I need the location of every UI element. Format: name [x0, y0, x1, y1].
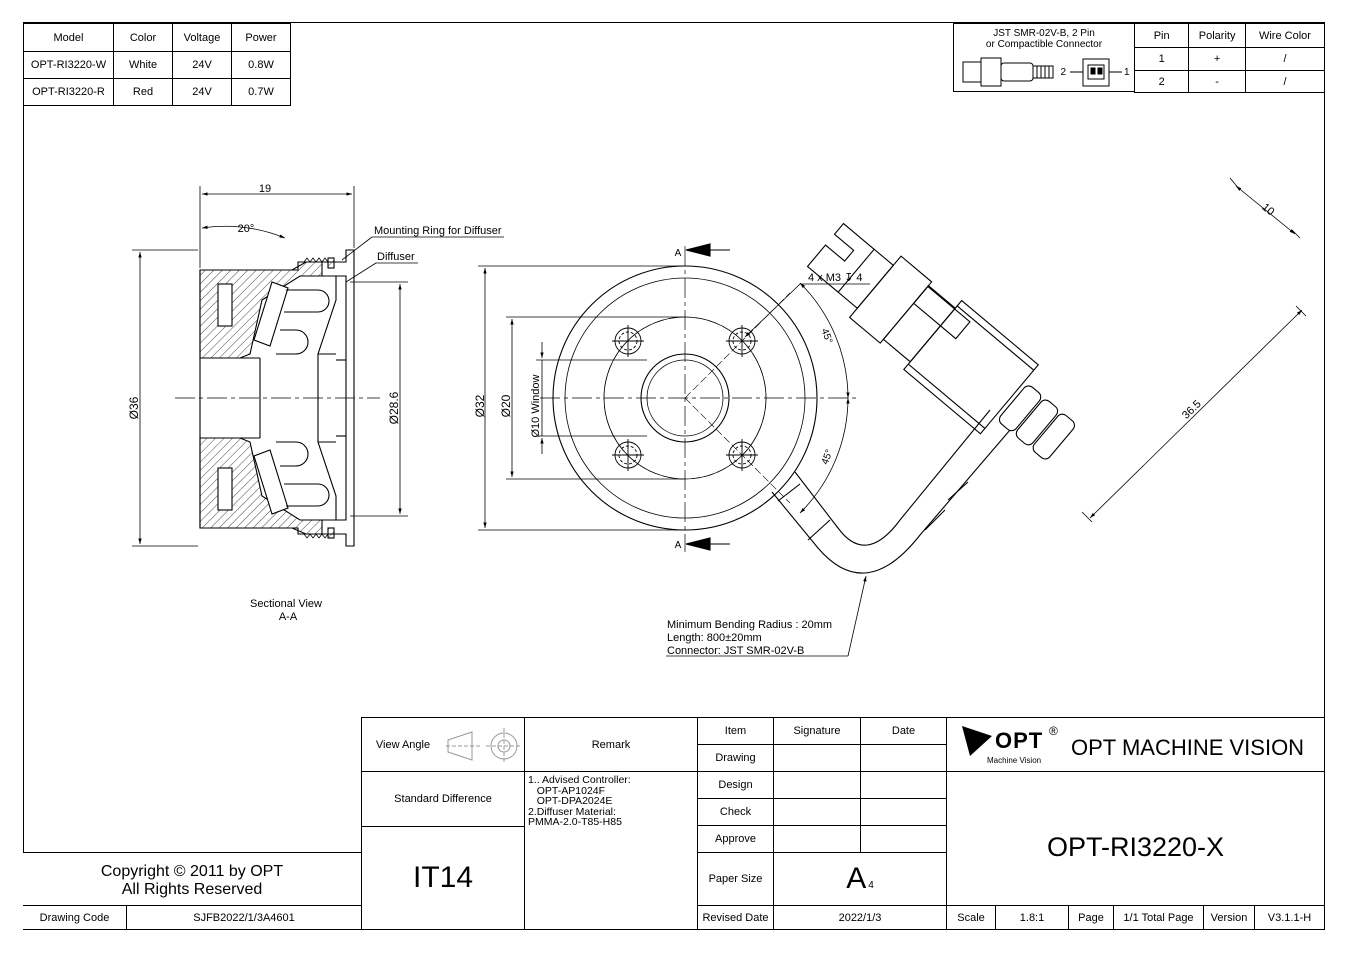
page-label: Page: [1068, 905, 1114, 930]
front-dimensions: [478, 265, 683, 531]
table-cell: 0.8W: [231, 51, 291, 79]
company-cell: OPT ® Machine Vision OPT MACHINE VISION: [946, 717, 1325, 772]
check-label: Check: [697, 798, 774, 826]
cable-assembly: [666, 222, 1075, 657]
item-label: Item: [697, 717, 774, 745]
dim-inner-28-6: Ø28.6: [387, 391, 401, 424]
connector-table: Pin Polarity Wire Color 1 + / 2 - /: [1133, 23, 1326, 93]
cable-dimensions: [1081, 177, 1307, 523]
angle-top: 45°: [819, 327, 835, 345]
approve-label: Approve: [697, 825, 774, 853]
table-cell: OPT-RI3220-R: [23, 78, 114, 106]
note-connector: Connector: JST SMR-02V-B: [667, 645, 804, 657]
revised-date-label: Revised Date: [697, 905, 774, 930]
section-dimensions: [132, 186, 504, 547]
dim-20: Ø20: [499, 394, 513, 417]
date-label: Date: [860, 717, 947, 745]
connector-line2: or Compactible Connector: [985, 39, 1103, 50]
front-view: [540, 243, 870, 552]
projection-icon: [440, 728, 522, 764]
dim-36-5: 36.5: [1180, 398, 1204, 422]
table-cell: +: [1188, 47, 1246, 71]
check-signature: [773, 798, 861, 826]
drawing-date: [860, 744, 947, 772]
dim-window: Ø10 Window: [530, 374, 542, 437]
remark-line: OPT-AP1024F: [528, 784, 606, 797]
design-signature: [773, 771, 861, 799]
angle-bottom: 45°: [820, 448, 836, 466]
label-diffuser: Diffuser: [377, 251, 415, 263]
page-value: 1/1 Total Page: [1113, 905, 1204, 930]
table-cell: 2: [1133, 70, 1190, 93]
dim-angle-20: 20°: [238, 223, 255, 235]
table-cell: White: [113, 51, 173, 79]
dim-32: Ø32: [473, 394, 487, 417]
section-caption-1: Sectional View: [250, 598, 322, 610]
label-mounting-ring: Mounting Ring for Diffuser: [374, 225, 502, 237]
drawing-label: Drawing: [697, 744, 774, 772]
table-cell: 0.7W: [231, 78, 291, 106]
logo-text: OPT: [995, 728, 1044, 753]
drawing-code-value: SJFB2022/1/3A4601: [126, 905, 362, 930]
scale-value: 1.8:1: [995, 905, 1069, 930]
standard-difference-label: Standard Difference: [361, 771, 525, 827]
section-mark-bottom: A: [675, 540, 682, 551]
view-angle-symbol-cell: [443, 717, 525, 772]
version-value: V3.1.1-H: [1254, 905, 1325, 930]
table-cell: /: [1244, 70, 1326, 93]
remark-notes: 1.. Advised Controller: OPT-AP1024F OPT-…: [524, 771, 698, 930]
pin-label-1: 1: [1124, 67, 1130, 78]
approve-signature: [773, 825, 861, 853]
logo-icon: [962, 726, 992, 756]
pin-label-2: 2: [1060, 67, 1066, 78]
sectional-view: [175, 249, 380, 547]
model-table: Model Color Voltage Power OPT-RI3220-W W…: [23, 23, 291, 106]
copyright-line1: Copyright © 2011 by OPT: [100, 863, 284, 880]
check-date: [860, 798, 947, 826]
wire-color-header: Wire Color: [1244, 23, 1326, 48]
dim-outer-36: Ø36: [127, 396, 141, 419]
design-label: Design: [697, 771, 774, 799]
remark-line: 2.Diffuser Material:: [528, 805, 616, 818]
paper-size-label: Paper Size: [697, 852, 774, 906]
revised-date-value: 2022/1/3: [773, 905, 947, 930]
remark-label: Remark: [524, 717, 698, 772]
copyright-cell: Copyright © 2011 by OPT All Rights Reser…: [23, 852, 362, 906]
remark-line: 1.. Advised Controller:: [528, 774, 631, 786]
dim-width-19: 19: [259, 183, 271, 195]
tolerance-value: IT14: [361, 826, 525, 930]
view-angle-label: View Angle: [361, 717, 444, 772]
paper-size-sub: 4: [868, 879, 874, 891]
signature-label: Signature: [773, 717, 861, 745]
note-bending: Minimum Bending Radius : 20mm: [667, 619, 832, 631]
polarity-header: Polarity: [1188, 23, 1246, 48]
product-code: OPT-RI3220-X: [946, 771, 1325, 906]
note-length: Length: 800±20mm: [667, 632, 762, 644]
drawing-code-label: Drawing Code: [23, 905, 127, 930]
remark-line: PMMA-2.0-T85-H85: [528, 816, 622, 828]
section-mark-top: A: [675, 248, 682, 259]
logo-registered: ®: [1049, 724, 1058, 738]
scale-label: Scale: [946, 905, 996, 930]
remark-line: OPT-DPA2024E: [528, 795, 613, 807]
approve-date: [860, 825, 947, 853]
section-caption-2: A-A: [279, 611, 298, 623]
pin-header: Pin: [1133, 23, 1190, 48]
logo-subtitle: Machine Vision: [987, 756, 1042, 765]
table-cell: Red: [113, 78, 173, 106]
drawing-signature: [773, 744, 861, 772]
paper-size-value: A: [846, 862, 867, 895]
connector-line1: JST SMR-02V-B, 2 Pin: [993, 28, 1095, 39]
voltage-header: Voltage: [172, 23, 232, 52]
company-name: OPT MACHINE VISION: [1071, 735, 1305, 760]
copyright-line2: All Rights Reserved: [121, 881, 263, 898]
dim-10: 10: [1259, 201, 1276, 218]
version-label: Version: [1203, 905, 1255, 930]
connector-icon: [962, 57, 1122, 87]
design-date: [860, 771, 947, 799]
hole-note: 4 x M3 ↧ 4: [808, 272, 862, 284]
